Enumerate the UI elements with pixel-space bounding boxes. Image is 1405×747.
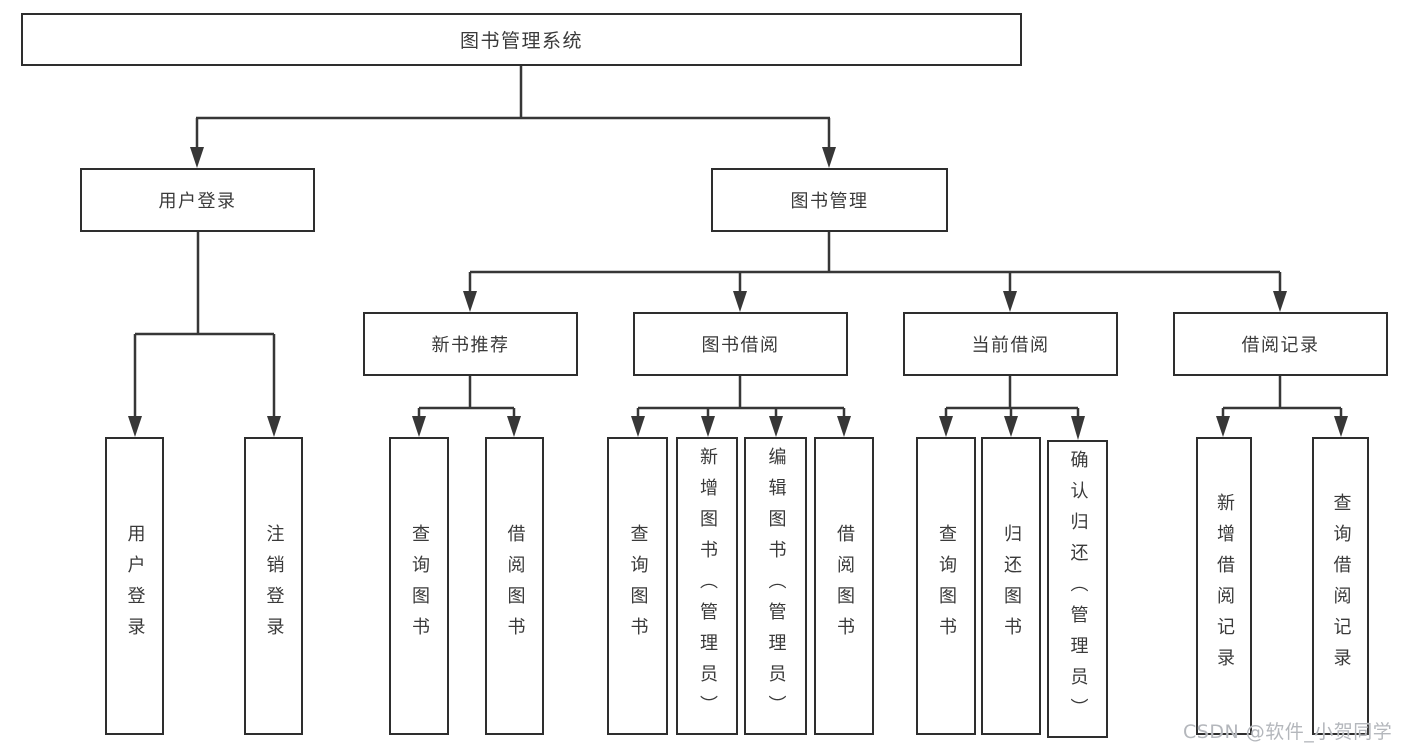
arrowheads xyxy=(128,147,1348,440)
leaf-query-books-3: 查询图书 xyxy=(916,437,976,735)
node-label: 用户登录 xyxy=(158,191,237,212)
leaf-user-login: 用户登录 xyxy=(105,437,164,735)
leaf-add-books-admin: 新增图书（管理员） xyxy=(676,437,738,735)
node-label: 查询借阅记录 xyxy=(1330,493,1352,679)
node-label: 查询图书 xyxy=(936,524,957,648)
node-user-login-branch: 用户登录 xyxy=(80,168,315,232)
node-borrowing-records: 借阅记录 xyxy=(1173,312,1388,376)
node-book-borrowing: 图书借阅 xyxy=(633,312,848,376)
leaf-add-borrow-record: 新增借阅记录 xyxy=(1196,437,1252,735)
node-label: 借阅图书 xyxy=(834,524,855,648)
node-label: 编辑图书（管理员） xyxy=(765,446,787,726)
node-label: 借阅图书 xyxy=(504,524,526,648)
node-label: 查询图书 xyxy=(627,524,649,648)
leaf-borrow-books-1: 借阅图书 xyxy=(485,437,544,735)
node-current-borrowing: 当前借阅 xyxy=(903,312,1118,376)
node-label: 确认归还（管理员） xyxy=(1067,449,1089,729)
leaf-confirm-return-admin: 确认归还（管理员） xyxy=(1047,440,1108,738)
node-label: 注销登录 xyxy=(263,524,285,648)
node-label: 归还图书 xyxy=(1001,524,1022,648)
leaf-query-books-2: 查询图书 xyxy=(607,437,668,735)
leaf-borrow-books-2: 借阅图书 xyxy=(814,437,874,735)
leaf-logout: 注销登录 xyxy=(244,437,303,735)
node-label: 新书推荐 xyxy=(431,335,510,356)
node-new-book-recommend: 新书推荐 xyxy=(363,312,578,376)
node-label: 图书借阅 xyxy=(701,335,780,356)
leaf-edit-books-admin: 编辑图书（管理员） xyxy=(744,437,807,735)
leaf-return-books: 归还图书 xyxy=(981,437,1041,735)
node-label: 新增借阅记录 xyxy=(1214,493,1235,679)
node-label: 借阅记录 xyxy=(1241,335,1320,356)
node-label: 当前借阅 xyxy=(971,335,1050,356)
node-book-management-branch: 图书管理 xyxy=(711,168,948,232)
node-label: 新增图书（管理员） xyxy=(697,446,718,726)
node-label: 图书管理系统 xyxy=(459,30,583,52)
node-label: 图书管理 xyxy=(790,191,869,212)
node-root-system: 图书管理系统 xyxy=(21,13,1022,66)
leaf-query-borrow-record: 查询借阅记录 xyxy=(1312,437,1369,735)
csdn-watermark: CSDN @软件_小贺同学 xyxy=(1183,721,1393,743)
node-label: 用户登录 xyxy=(124,524,146,648)
node-label: 查询图书 xyxy=(409,524,430,648)
leaf-query-books-1: 查询图书 xyxy=(389,437,449,735)
